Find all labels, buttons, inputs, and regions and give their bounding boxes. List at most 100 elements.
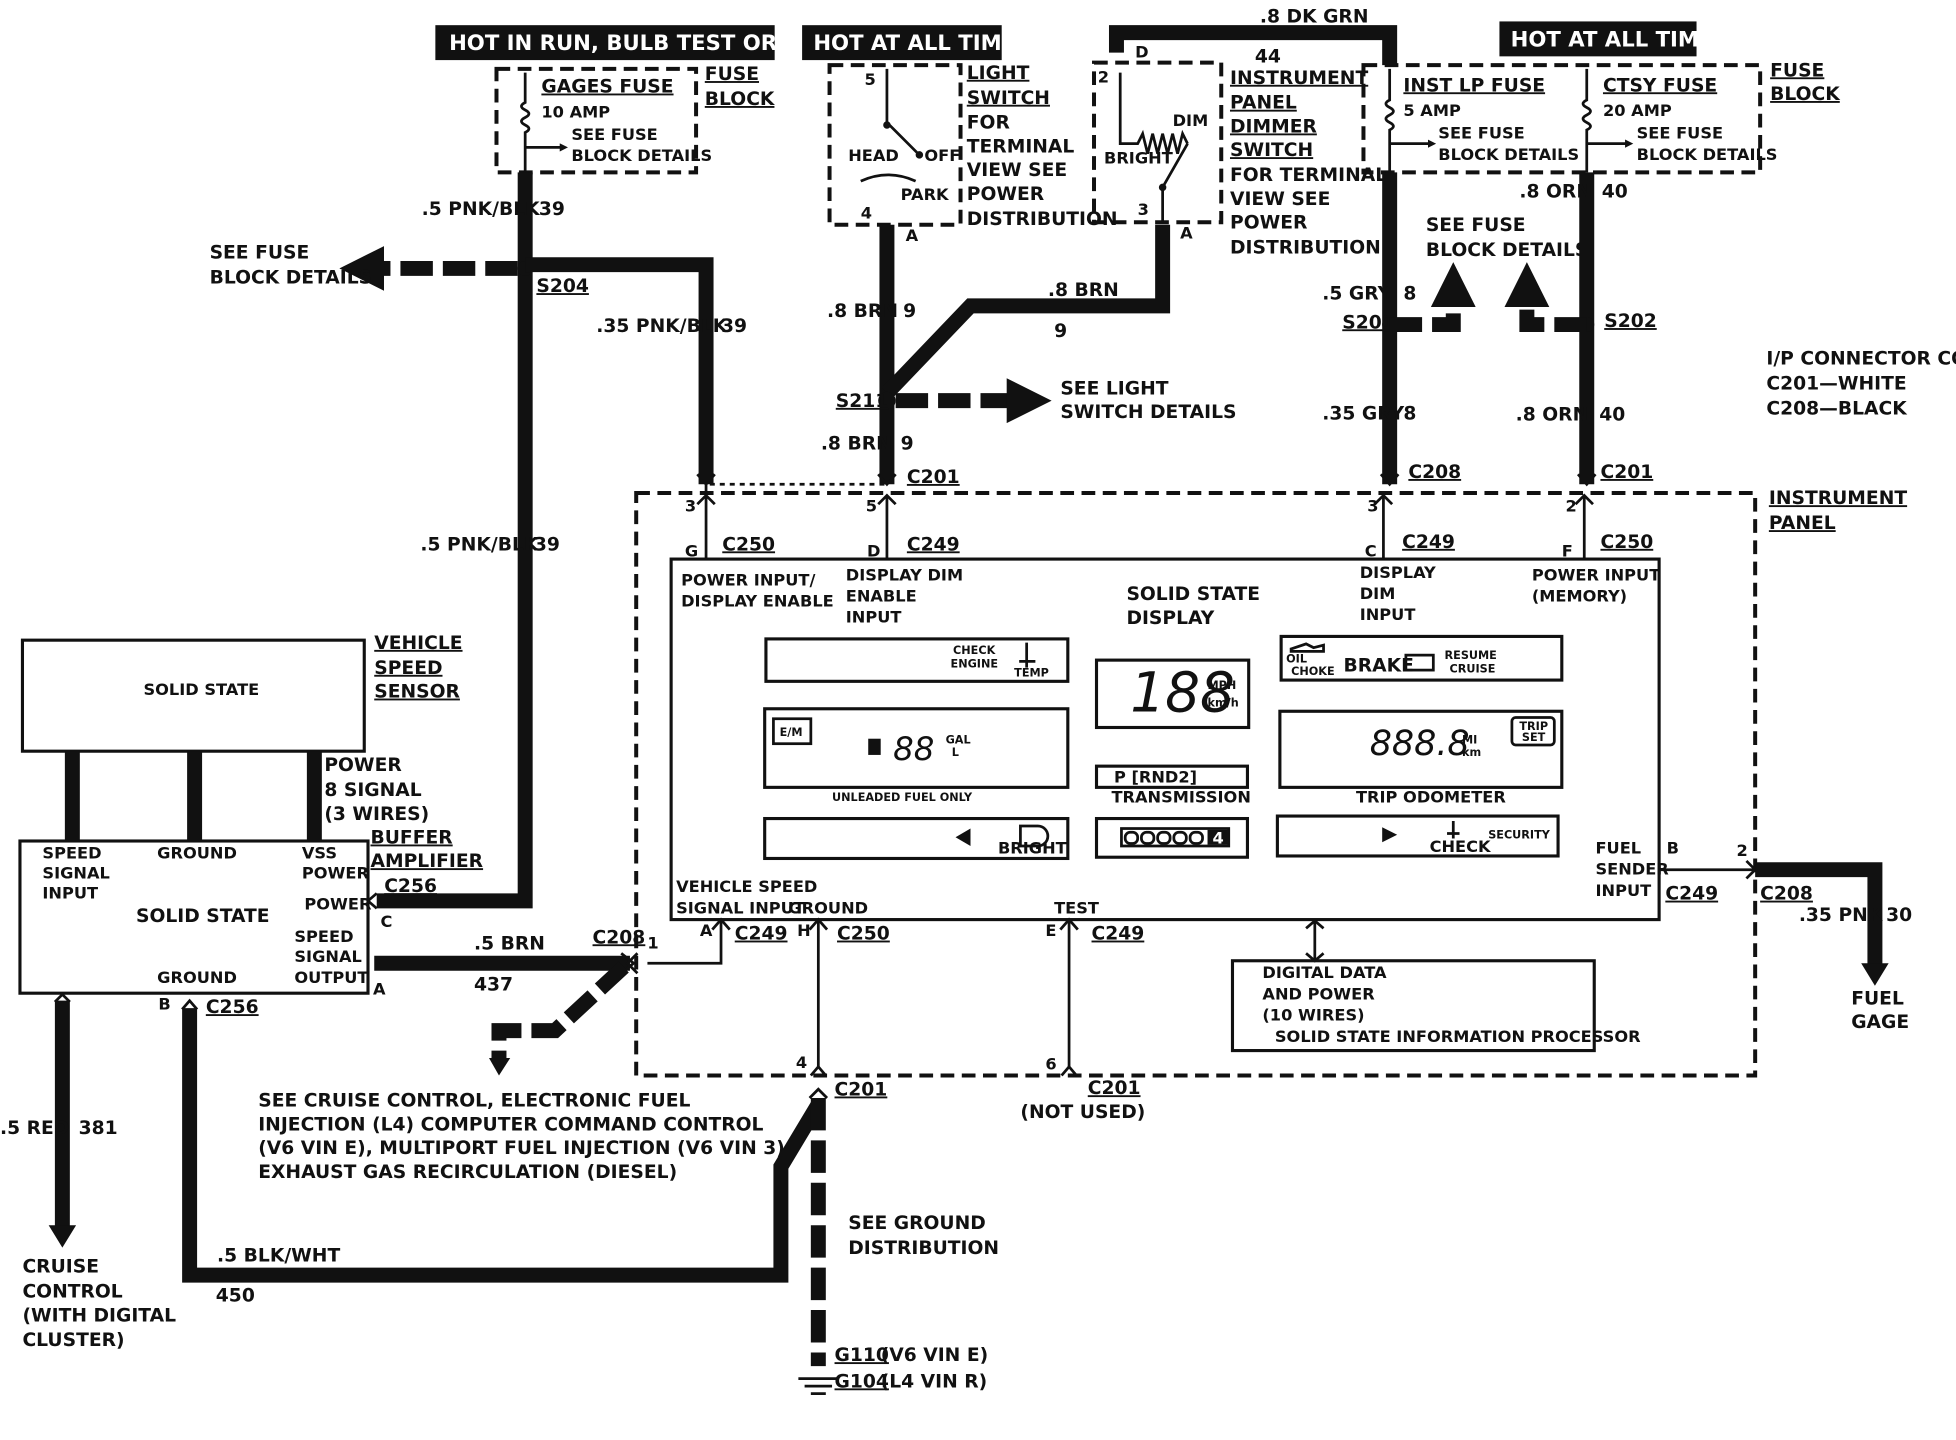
svg-text:INPUT: INPUT: [1595, 881, 1651, 900]
svg-text:SEE FUSE: SEE FUSE: [1426, 215, 1526, 236]
svg-text:CLUSTER): CLUSTER): [22, 1330, 124, 1351]
svg-text:HOT AT ALL TIMES: HOT AT ALL TIMES: [1511, 26, 1729, 51]
svg-text:3: 3: [1367, 497, 1378, 516]
svg-text:SPEED: SPEED: [294, 927, 353, 946]
svg-text:C250: C250: [1600, 532, 1653, 553]
svg-text:S204: S204: [536, 276, 589, 297]
svg-text:MI: MI: [1462, 734, 1477, 747]
svg-text:VIEW SEE: VIEW SEE: [1230, 189, 1330, 210]
svg-text:INPUT: INPUT: [42, 883, 98, 902]
hot-in-run-header: HOT IN RUN, BULB TEST OR START: [435, 25, 859, 61]
svg-text:BLOCK DETAILS: BLOCK DETAILS: [210, 267, 373, 288]
svg-text:G110: G110: [835, 1345, 889, 1366]
svg-text:(NOT USED): (NOT USED): [1020, 1102, 1145, 1123]
svg-text:3: 3: [685, 497, 696, 516]
headlamp-icon: [1019, 824, 1050, 848]
svg-text:H: H: [797, 921, 811, 940]
svg-text:888.8: 888.8: [1370, 724, 1470, 764]
svg-text:POWER INPUT: POWER INPUT: [1532, 565, 1660, 584]
svg-text:FOR TERMINAL: FOR TERMINAL: [1230, 165, 1387, 186]
svg-text:AMPLIFIER: AMPLIFIER: [370, 851, 483, 872]
svg-text:SEE GROUND: SEE GROUND: [848, 1213, 986, 1234]
svg-text:D: D: [1135, 43, 1148, 62]
splice-s211: [878, 391, 896, 410]
svg-text:DIGITAL DATA: DIGITAL DATA: [1262, 963, 1387, 982]
svg-text:9: 9: [901, 433, 914, 454]
svg-text:ENGINE: ENGINE: [951, 658, 998, 671]
svg-text:km: km: [1462, 746, 1481, 759]
svg-text:C208: C208: [1408, 462, 1461, 483]
security-icon: [1447, 821, 1460, 839]
svg-text:FUEL: FUEL: [1851, 988, 1904, 1009]
right-arrow-icon: [1382, 827, 1398, 843]
svg-text:TEMP: TEMP: [1014, 666, 1049, 679]
svg-text:9: 9: [1054, 321, 1067, 342]
svg-text:BUFFER: BUFFER: [370, 827, 453, 848]
svg-text:D: D: [867, 542, 880, 561]
buffer-amplifier: [18, 839, 370, 995]
svg-text:1: 1: [647, 933, 658, 952]
svg-text:PANEL: PANEL: [1230, 93, 1297, 114]
svg-text:DISPLAY ENABLE: DISPLAY ENABLE: [681, 591, 834, 610]
ground-symbol: [798, 1377, 839, 1395]
svg-text:(10 WIRES): (10 WIRES): [1262, 1006, 1364, 1025]
gear-indicator-panel: [1094, 816, 1250, 859]
svg-text:CHOKE: CHOKE: [1291, 665, 1335, 678]
svg-text:GROUND: GROUND: [157, 843, 237, 862]
svg-text:.8 DK GRN: .8 DK GRN: [1260, 7, 1369, 28]
svg-text:OFF: OFF: [924, 146, 960, 165]
svg-text:TRIP: TRIP: [1519, 720, 1548, 733]
svg-text:G104: G104: [835, 1371, 889, 1392]
hot-at-all-times-header-1: HOT AT ALL TIMES: [802, 25, 1031, 61]
svg-text:.8 BRN: .8 BRN: [827, 301, 898, 322]
vehicle-speed-sensor: SOLID STATE VEHICLE SPEED SENSOR POWER 8…: [18, 633, 484, 1018]
svg-text:C249: C249: [907, 534, 960, 555]
svg-text:A: A: [906, 226, 919, 245]
svg-text:5: 5: [864, 70, 875, 89]
svg-text:C: C: [380, 912, 392, 931]
svg-text:POWER INPUT/: POWER INPUT/: [681, 570, 815, 589]
svg-text:39: 39: [539, 199, 565, 220]
svg-text:C201—WHITE: C201—WHITE: [1766, 373, 1906, 394]
svg-text:450: 450: [216, 1285, 255, 1306]
svg-text:OUTPUT: OUTPUT: [294, 968, 368, 987]
right-fuse-block: INST LP FUSE 5 AMP SEE FUSE BLOCK DETAIL…: [1361, 60, 1841, 175]
cruise-control-wire: .5 RED 381 CRUISE CONTROL (WITH DIGITAL …: [0, 992, 176, 1351]
svg-text:C250: C250: [722, 534, 775, 555]
svg-text:SEE FUSE: SEE FUSE: [1438, 124, 1524, 143]
svg-text:SPEED: SPEED: [42, 843, 101, 862]
svg-text:HOT AT ALL TIMES: HOT AT ALL TIMES: [813, 30, 1031, 55]
svg-text:CRUISE: CRUISE: [22, 1257, 99, 1278]
svg-text:BLOCK DETAILS: BLOCK DETAILS: [1637, 145, 1778, 164]
svg-text:km/h: km/h: [1208, 696, 1239, 709]
svg-text:437: 437: [474, 975, 513, 996]
svg-text:3: 3: [1138, 200, 1149, 219]
svg-text:POWER: POWER: [302, 863, 370, 882]
svg-text:.5 GRY: .5 GRY: [1322, 284, 1391, 305]
svg-text:C249: C249: [1092, 924, 1145, 945]
svg-text:5 AMP: 5 AMP: [1403, 101, 1461, 120]
svg-text:SEE FUSE: SEE FUSE: [1637, 124, 1723, 143]
svg-text:C249: C249: [735, 924, 788, 945]
svg-text:(V6 VIN E), MULTIPORT FUEL INJ: (V6 VIN E), MULTIPORT FUEL INJECTION (V6…: [258, 1138, 792, 1159]
svg-text:(MEMORY): (MEMORY): [1532, 586, 1627, 605]
svg-text:A: A: [373, 979, 386, 998]
svg-text:C208—BLACK: C208—BLACK: [1766, 398, 1908, 419]
svg-text:POWER: POWER: [324, 755, 402, 776]
svg-text:39: 39: [721, 316, 747, 337]
svg-text:INPUT: INPUT: [1360, 605, 1416, 624]
svg-text:A: A: [1180, 223, 1193, 242]
svg-text:DIM: DIM: [1360, 584, 1396, 603]
svg-text:L: L: [952, 746, 959, 759]
svg-text:C208: C208: [593, 927, 646, 948]
trip-odometer-panel: [1278, 709, 1564, 789]
svg-text:SENDER: SENDER: [1595, 860, 1669, 879]
left-arrow-icon: [955, 828, 971, 846]
svg-text:BLOCK DETAILS: BLOCK DETAILS: [1438, 145, 1579, 164]
svg-text:C201: C201: [1600, 462, 1653, 483]
svg-text:SIGNAL: SIGNAL: [42, 863, 109, 882]
svg-text:SWITCH: SWITCH: [1230, 140, 1313, 161]
svg-text:8 SIGNAL: 8 SIGNAL: [324, 780, 421, 801]
svg-text:.5 BLK/WHT: .5 BLK/WHT: [217, 1245, 340, 1266]
svg-text:INSTRUMENT: INSTRUMENT: [1230, 68, 1368, 89]
